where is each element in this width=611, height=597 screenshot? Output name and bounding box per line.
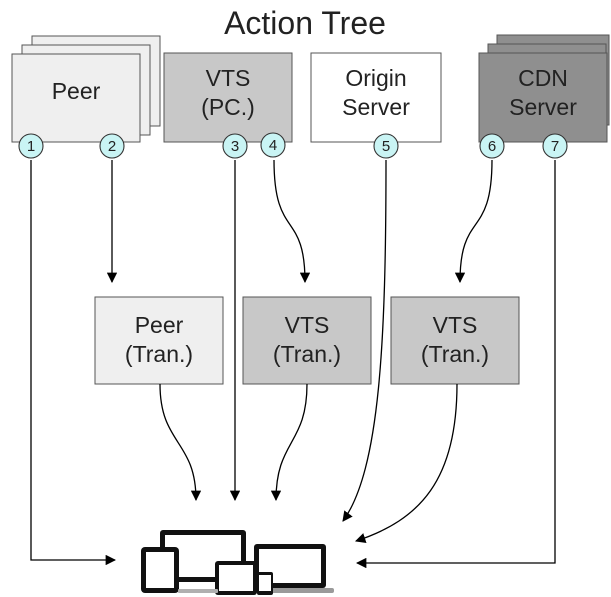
edge-action-6 [454, 159, 493, 284]
svg-text:1: 1 [27, 138, 35, 155]
svg-text:7: 7 [551, 138, 559, 155]
diagram-title: Action Tree [224, 5, 386, 41]
edge-vts-tran-a-out [270, 383, 308, 502]
svg-text:2: 2 [108, 138, 116, 155]
transform-vts-a-label-2: (Tran.) [273, 341, 341, 367]
source-cdn-label-2: Server [509, 94, 577, 120]
action-badge-3: 3 [222, 133, 248, 159]
source-peer: Peer [11, 35, 161, 143]
svg-text:6: 6 [488, 138, 496, 155]
svg-text:4: 4 [269, 137, 277, 154]
transform-vts-b-label-1: VTS [433, 312, 478, 338]
source-origin-label-2: Server [342, 94, 410, 120]
transform-peer-label-1: Peer [135, 312, 184, 338]
source-origin-server: Origin Server [310, 52, 442, 143]
action-badge-5: 5 [373, 133, 399, 159]
action-badge-4: 4 [260, 132, 286, 158]
svg-text:3: 3 [231, 138, 239, 155]
action-badge-6: 6 [479, 133, 505, 159]
edge-action-1 [30, 160, 117, 566]
edge-peer-tran-out [159, 383, 202, 502]
svg-text:5: 5 [382, 138, 390, 155]
source-peer-label: Peer [52, 78, 101, 104]
source-vts-label-1: VTS [206, 65, 251, 91]
transform-peer-tran: Peer (Tran.) [94, 296, 224, 385]
source-origin-label-1: Origin [345, 65, 406, 91]
edge-action-5 [342, 159, 387, 522]
transform-vts-tran-a: VTS (Tran.) [242, 296, 372, 385]
edge-action-4 [273, 159, 311, 284]
transform-vts-tran-b: VTS (Tran.) [390, 296, 520, 385]
devices-icon [141, 530, 334, 595]
source-vts: VTS (PC.) [163, 52, 293, 143]
source-cdn-server: CDN Server [478, 34, 610, 143]
transform-vts-a-label-1: VTS [285, 312, 330, 338]
source-cdn-label-1: CDN [518, 65, 568, 91]
action-badge-2: 2 [99, 133, 125, 159]
edge-vts-tran-b-out [355, 383, 458, 544]
action-badge-7: 7 [542, 133, 568, 159]
transform-peer-label-2: (Tran.) [125, 341, 193, 367]
source-vts-label-2: (PC.) [201, 94, 255, 120]
action-badge-1: 1 [18, 133, 44, 159]
transform-vts-b-label-2: (Tran.) [421, 341, 489, 367]
edge-action-7 [355, 160, 556, 569]
